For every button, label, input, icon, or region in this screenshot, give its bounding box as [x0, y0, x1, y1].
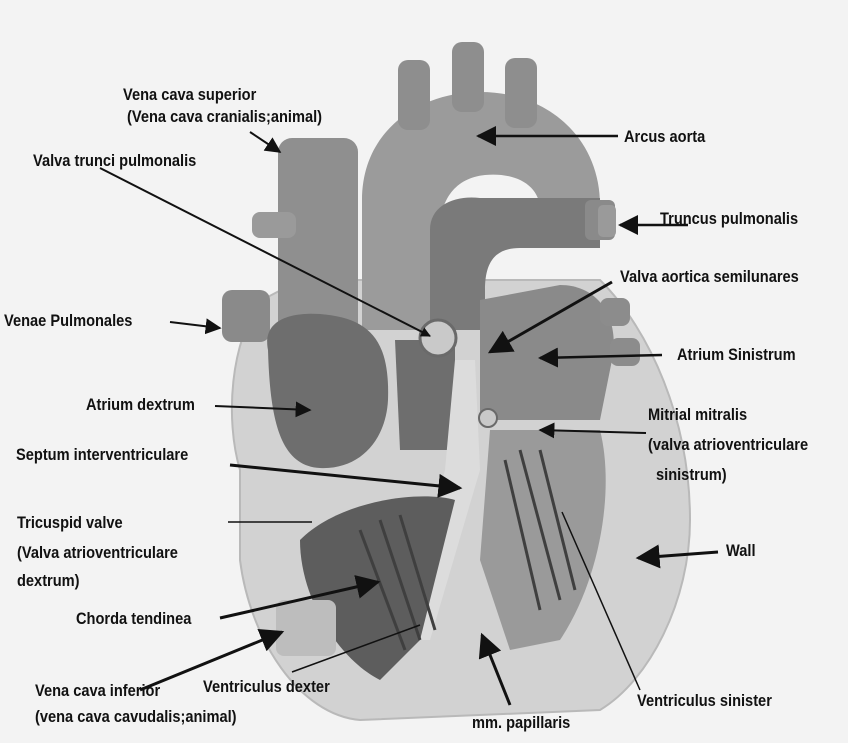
pulmonary-valve: [420, 320, 456, 356]
label-venae-pulmonales: Venae Pulmonales: [4, 310, 132, 332]
label-truncus-pulmonalis: Truncus pulmonalis: [660, 208, 798, 230]
label-chorda: Chorda tendinea: [76, 608, 191, 630]
label-vena-cava-superior-2: (Vena cava cranialis;animal): [127, 106, 322, 128]
label-atrium-dextrum: Atrium dextrum: [86, 394, 195, 416]
vein-stub-left: [222, 290, 270, 342]
interatrial-chamber: [395, 340, 455, 450]
vena-cava-superior-vessel: [278, 138, 358, 338]
label-atrium-sinistrum: Atrium Sinistrum: [677, 344, 796, 366]
label-septum: Septum interventriculare: [16, 444, 188, 466]
label-mitrial-3: sinistrum): [656, 464, 727, 486]
label-ventriculus-sinister: Ventriculus sinister: [637, 690, 772, 712]
pulmonary-branch-far: [598, 205, 616, 237]
label-wall: Wall: [726, 540, 756, 562]
pointer-venae-pulmonales: [170, 322, 220, 328]
aortic-branch-2: [452, 42, 484, 112]
label-ventriculus-dexter: Ventriculus dexter: [203, 676, 330, 698]
vein-stub-upper-left: [252, 212, 296, 238]
label-valva-aortica: Valva aortica semilunares: [620, 266, 799, 288]
label-tricuspid-1: Tricuspid valve: [17, 512, 123, 534]
aortic-branch-3: [505, 58, 537, 128]
label-tricuspid-2: (Valva atrioventriculare: [17, 542, 178, 564]
aortic-branch-1: [398, 60, 430, 130]
label-valva-trunci-pulmonalis: Valva trunci pulmonalis: [33, 150, 196, 172]
label-mitrial-1: Mitrial mitralis: [648, 404, 747, 426]
left-atrium: [480, 285, 614, 420]
label-vena-cava-superior-1: Vena cava superior: [123, 84, 256, 106]
label-mitrial-2: (valva atrioventriculare: [648, 434, 808, 456]
right-atrium-chamber: [267, 314, 388, 468]
label-vena-cava-inferior-1: Vena cava inferior: [35, 680, 160, 702]
label-vena-cava-inferior-2: (vena cava cavudalis;animal): [35, 706, 237, 728]
left-pulmonary-vein-2: [610, 338, 640, 366]
label-mm-papillaris: mm. papillaris: [472, 712, 570, 734]
left-pulmonary-vein-1: [600, 298, 630, 326]
inferior-vena-cava: [276, 600, 336, 656]
aortic-valve-small: [479, 409, 497, 427]
pointer-vena-cava-superior: [250, 132, 280, 152]
label-arcus-aorta: Arcus aorta: [624, 126, 705, 148]
label-tricuspid-3: dextrum): [17, 570, 80, 592]
